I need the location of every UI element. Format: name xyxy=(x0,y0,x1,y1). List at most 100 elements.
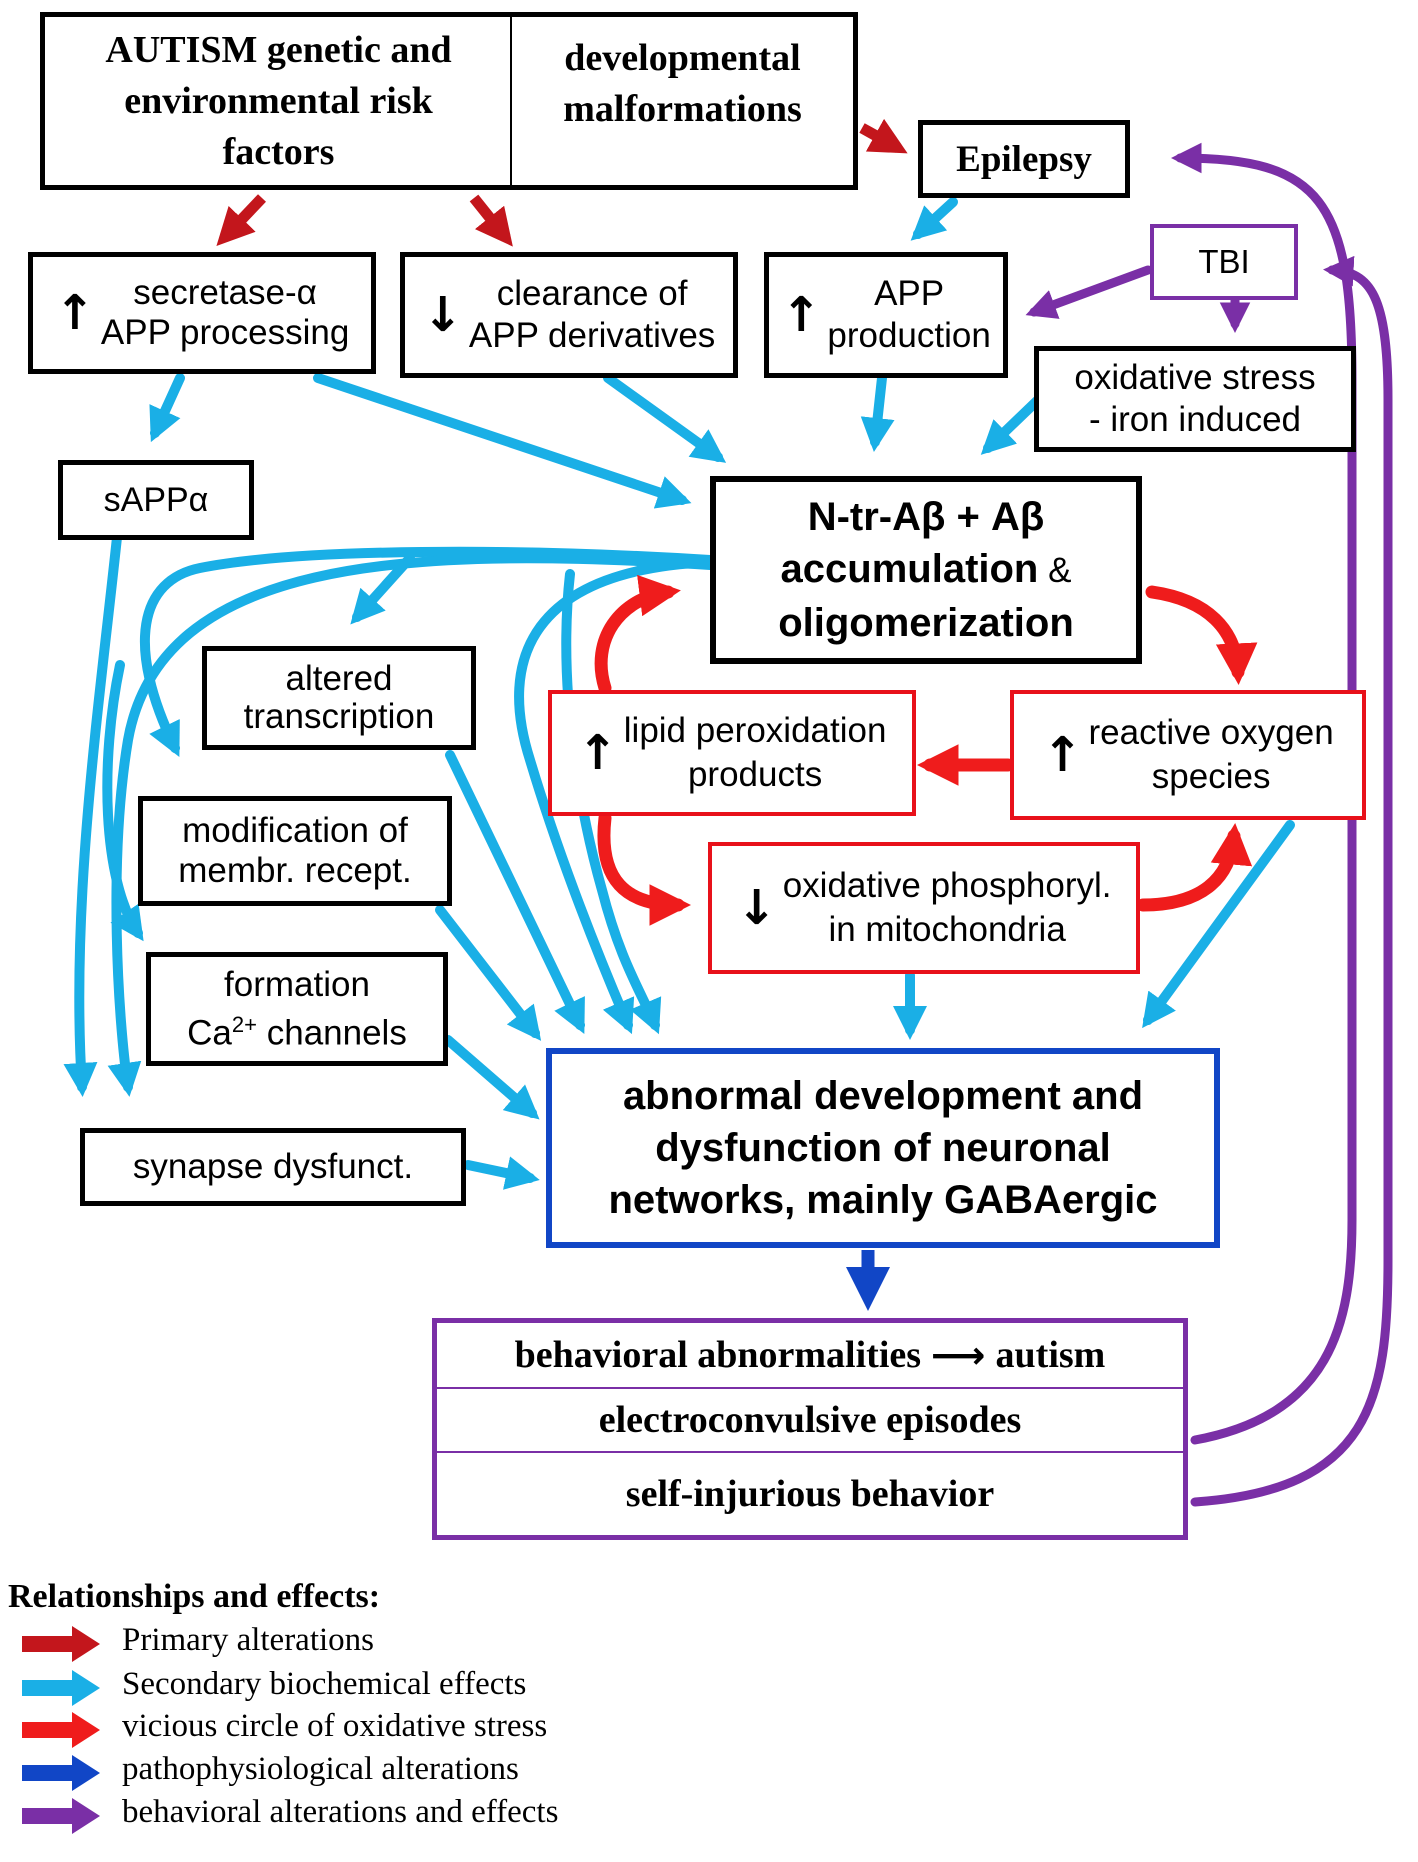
clearance-line-1: clearance of xyxy=(496,274,688,313)
abnormal-line-1: abnormal development and xyxy=(622,1074,1144,1118)
arrow-ntr-to-abnormal-a xyxy=(514,557,715,1035)
node-oxidative-phosphorylation: ↓ oxidative phosphoryl. in mitochondria xyxy=(708,842,1140,974)
node-lipid-peroxidation: ↑ lipid peroxidation products xyxy=(548,690,916,816)
ros-line-2: species xyxy=(1151,757,1271,796)
node-behavior-outcomes: behavioral abnormalities ⟶ autism electr… xyxy=(432,1318,1188,1540)
modification-line-2: membr. recept. xyxy=(178,851,412,890)
secretase-line-1: secretase-α xyxy=(133,273,317,312)
malformations-line-1: developmental xyxy=(564,37,801,79)
altered-line-1: altered xyxy=(285,659,393,698)
clearance-line-2: APP derivatives xyxy=(468,316,716,355)
node-tbi: TBI xyxy=(1150,224,1298,300)
arrow-tbi-to-app xyxy=(1025,265,1153,319)
legend-arrow-patho xyxy=(22,1755,100,1791)
malformations-line-2: malformations xyxy=(563,88,802,130)
arrow-lipid-to-oxphos xyxy=(597,811,691,926)
oxphos-line-2: in mitochondria xyxy=(828,910,1066,949)
legend-item-primary: Primary alterations xyxy=(104,1622,374,1659)
arrow-ntr-to-modification xyxy=(140,546,715,757)
abnormal-line-2: dysfunction of neuronal xyxy=(655,1126,1111,1170)
legend-item-vicious: vicious circle of oxidative stress xyxy=(104,1708,547,1745)
arrow-ntr-to-abnormal-b xyxy=(561,569,662,1035)
node-app-production: ↑ APP production xyxy=(764,252,1008,378)
up-arrow-icon: ↑ xyxy=(577,725,618,781)
app-production-line-1: APP xyxy=(874,274,945,313)
arrow-secretase-to-ntr xyxy=(313,373,692,509)
epilepsy-label: Epilepsy xyxy=(956,138,1092,180)
legend-label-behavioral: behavioral alterations and effects xyxy=(122,1794,559,1830)
arrow-sappa-to-synapse xyxy=(63,523,123,1097)
oxstress-line-2: - iron induced xyxy=(1088,400,1302,439)
arrow-lipid-to-ntr xyxy=(594,574,681,695)
legend-title: Relationships and effects: xyxy=(8,1578,381,1615)
ntr-line-3: oligomerization xyxy=(778,601,1074,645)
node-ntr-abeta-accumulation: N-tr-Aβ + Aβ accumulation & oligomerizat… xyxy=(710,476,1142,664)
up-arrow-icon: ↑ xyxy=(781,287,822,343)
modification-line-1: modification of xyxy=(182,811,408,850)
autism-text: autism xyxy=(995,1334,1106,1376)
ntr-line-1: N-tr-Aβ + Aβ xyxy=(807,495,1045,539)
node-synapse-dysfunction: synapse dysfunct. xyxy=(80,1128,466,1206)
down-arrow-icon: ↓ xyxy=(736,880,777,936)
autism-risk-line-1: AUTISM genetic and xyxy=(105,28,452,71)
legend-arrow-primary xyxy=(22,1626,100,1662)
right-arrow-icon: ⟶ xyxy=(931,1333,986,1377)
node-epilepsy: Epilepsy xyxy=(918,120,1130,198)
ntr-accumulation: accumulation xyxy=(780,547,1039,591)
lipid-line-1: lipid peroxidation xyxy=(623,711,887,750)
behavior-abnormalities-text: behavioral abnormalities xyxy=(514,1334,922,1376)
node-altered-transcription: altered transcription xyxy=(202,646,476,750)
secretase-line-2: APP processing xyxy=(100,313,350,352)
node-secretase-app-processing: ↑ secretase-α APP processing xyxy=(28,252,376,374)
altered-line-2: transcription xyxy=(243,697,435,736)
formation-rest: channels xyxy=(257,1013,407,1053)
lipid-line-2: products xyxy=(687,755,823,794)
node-clearance-app-derivatives: ↓ clearance of APP derivatives xyxy=(400,252,738,378)
behavior-row-self-injurious: self-injurious behavior xyxy=(625,1473,995,1515)
arrow-epilepsy-to-app xyxy=(910,197,958,241)
arrow-ntr-to-synapse xyxy=(107,553,715,1097)
arrow-behavior-to-tbi xyxy=(1190,255,1393,1507)
tbi-label: TBI xyxy=(1198,243,1250,280)
legend-item-secondary: Secondary biochemical effects xyxy=(104,1666,526,1703)
arrow-secretase-to-sappa xyxy=(149,373,185,443)
autism-risk-line-3: factors xyxy=(222,130,335,173)
arrow-app-to-ntr xyxy=(860,373,895,452)
node-autism-risk: AUTISM genetic and environmental risk fa… xyxy=(40,12,512,190)
node-modification-membr-recept: modification of membr. recept. xyxy=(138,796,452,906)
formation-charge: 2+ xyxy=(231,1011,257,1037)
node-reactive-oxygen-species: ↑ reactive oxygen species xyxy=(1010,690,1366,820)
arrow-ntr-to-ros xyxy=(1145,585,1258,685)
legend-item-behavioral: behavioral alterations and effects xyxy=(104,1794,558,1831)
arrow-risk-to-clearance xyxy=(469,194,513,247)
ntr-line-2: accumulation & xyxy=(781,543,1072,597)
ros-line-1: reactive oxygen xyxy=(1088,713,1334,752)
up-arrow-icon: ↑ xyxy=(1042,727,1083,783)
arrow-altered-to-abnormal xyxy=(445,750,585,1035)
legend-label-vicious: vicious circle of oxidative stress xyxy=(122,1708,548,1744)
arrow-clearance-to-ntr xyxy=(603,373,727,463)
formation-ca: Ca xyxy=(187,1013,232,1053)
behavior-row-autism: behavioral abnormalities ⟶ autism xyxy=(437,1323,1183,1389)
legend-arrows xyxy=(22,1626,100,1834)
node-oxidative-stress-iron: oxidative stress - iron induced xyxy=(1034,346,1356,452)
arrow-oxstress-to-ntr xyxy=(980,393,1045,455)
formation-line-2: Ca2+ channels xyxy=(187,1005,407,1054)
arrow-malformations-to-epilepsy xyxy=(859,118,908,154)
abnormal-line-3: networks, mainly GABAergic xyxy=(608,1178,1158,1222)
arrow-synapse-to-abnormal xyxy=(463,1156,540,1190)
up-arrow-icon: ↑ xyxy=(54,285,95,341)
behavior-row-electroconvulsive: electroconvulsive episodes xyxy=(437,1389,1183,1453)
arrow-risk-to-secretase xyxy=(216,194,266,246)
synapse-label: synapse dysfunct. xyxy=(132,1147,414,1186)
legend-arrow-secondary xyxy=(22,1670,100,1706)
arrow-modification-to-abnormal xyxy=(435,905,542,1041)
oxstress-line-1: oxidative stress xyxy=(1074,358,1316,397)
arrow-oxphos-to-ros xyxy=(1136,823,1253,912)
arrow-ntr-to-formation xyxy=(102,660,144,942)
node-sappa: sAPPα xyxy=(58,460,254,540)
node-abnormal-development: abnormal development and dysfunction of … xyxy=(546,1048,1220,1248)
app-production-line-2: production xyxy=(827,316,991,355)
